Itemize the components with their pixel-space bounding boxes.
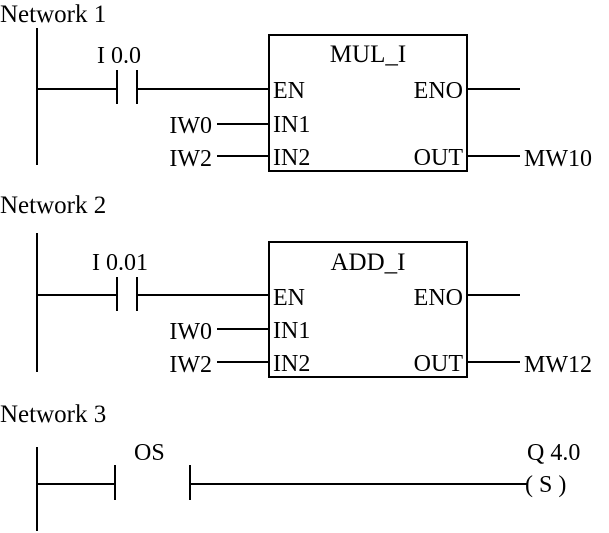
network-1: Network 1 I 0.0 MUL_I EN ENO IN1 IN2 OUT… [0, 1, 592, 172]
pin-en: EN [273, 78, 305, 104]
contact-address: OS [134, 440, 165, 466]
network-1-title: Network 1 [0, 1, 106, 28]
pin-in1: IN1 [273, 112, 310, 138]
normally-open-contact-icon [114, 465, 191, 500]
mul-i-block: MUL_I EN ENO IN1 IN2 OUT [268, 34, 468, 172]
coil-address: Q 4.0 [527, 440, 580, 466]
pin-out: OUT [414, 351, 464, 377]
network-2: Network 2 I 0.01 ADD_I EN ENO IN1 IN2 OU… [0, 192, 592, 378]
set-coil-icon: ( S ) [525, 472, 566, 498]
in1-operand: IW0 [169, 113, 212, 139]
pin-en: EN [273, 285, 305, 311]
pin-in1: IN1 [273, 318, 310, 344]
network-3: Network 3 OS Q 4.0 ( S ) [0, 401, 580, 531]
block-name: MUL_I [330, 41, 406, 68]
in2-operand: IW2 [169, 146, 212, 172]
in1-operand: IW0 [169, 319, 212, 345]
network-2-title: Network 2 [0, 192, 106, 219]
function-block-box [268, 241, 468, 378]
in2-operand: IW2 [169, 352, 212, 378]
out-operand: MW10 [524, 146, 592, 172]
pin-eno: ENO [414, 285, 463, 311]
contact-address: I 0.0 [97, 43, 141, 69]
pin-in2: IN2 [273, 145, 310, 171]
add-i-block: ADD_I EN ENO IN1 IN2 OUT [268, 241, 468, 378]
pin-eno: ENO [414, 78, 463, 104]
normally-open-contact-icon [116, 277, 138, 311]
block-name: ADD_I [331, 249, 406, 276]
function-block-box [268, 34, 468, 172]
out-operand: MW12 [524, 352, 592, 378]
contact-address: I 0.01 [92, 250, 148, 276]
network-3-title: Network 3 [0, 401, 106, 428]
pin-out: OUT [414, 145, 464, 171]
pin-in2: IN2 [273, 351, 310, 377]
normally-open-contact-icon [116, 70, 138, 104]
